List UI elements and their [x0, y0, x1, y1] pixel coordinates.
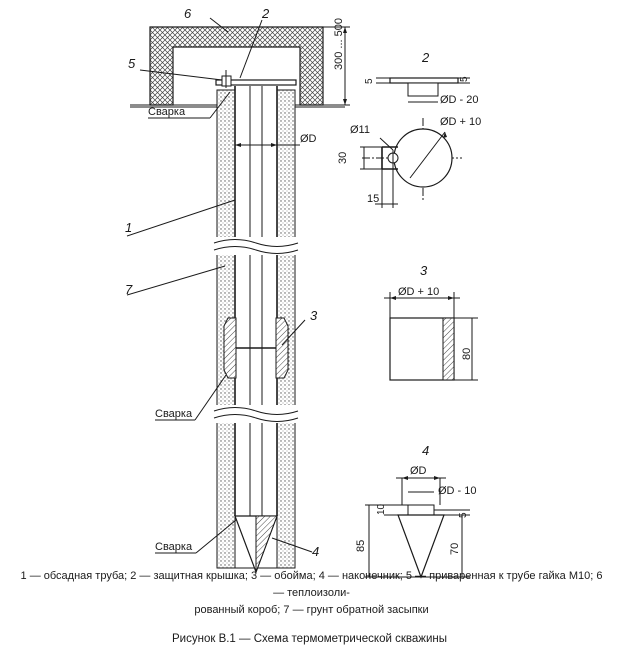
nut-hole-diameter-label: Ø11 [350, 124, 370, 136]
tip-outer-diameter-label: ØD [410, 465, 427, 477]
detail-3-number: 3 [420, 263, 428, 278]
detail-4-number: 4 [422, 443, 429, 458]
weld-label-tip: Сварка [155, 541, 193, 553]
pipe-diameter-label: ØD [300, 133, 317, 145]
tip-cone-height-label: 70 [449, 543, 461, 555]
detail-4-tip: 4 ØD ØD - 10 10 5 85 70 [355, 443, 477, 579]
depth-label: 300 ... 500 [333, 18, 345, 70]
tab-length-label: 15 [367, 193, 379, 205]
callout-6: 6 [184, 6, 192, 21]
tab-width-label: 30 [337, 152, 349, 164]
callouts-main: 6 2 5 Сварка 1 7 3 Сварка Сварка 4 [125, 6, 319, 559]
legend-line-1: 1 — обсадная труба; 2 — защитная крышка;… [20, 570, 603, 599]
weld-label-top: Сварка [148, 106, 186, 118]
collar-height-label: 80 [461, 348, 473, 360]
callout-4: 4 [312, 544, 319, 559]
tip-inner-diameter-label: ØD - 10 [438, 485, 477, 497]
detail-2-cap: 2 5 5 ØD - 20 ØD + 10 Ø11 30 15 [337, 50, 481, 208]
tip-step-label: 5 [458, 512, 469, 518]
depth-dimension: 300 ... 500 [300, 18, 350, 106]
borehole-drawing: ØD 300 ... 500 6 2 5 Сварка 1 7 3 [125, 6, 481, 579]
callout-2: 2 [261, 6, 270, 21]
legend-line-2: рованный короб; 7 — грунт обратной засып… [194, 604, 429, 616]
legend: 1 — обсадная труба; 2 — защитная крышка;… [14, 568, 609, 619]
casing-pipe [234, 86, 278, 516]
protective-cap [215, 70, 297, 88]
weld-label-collar: Сварка [155, 408, 193, 420]
callout-1: 1 [125, 220, 132, 235]
insulated-box [149, 26, 324, 106]
cap-inner-diameter-label: ØD - 20 [440, 94, 479, 106]
pipe-diameter-dim: ØD [235, 133, 317, 147]
callout-7: 7 [125, 282, 133, 297]
cap-outer-diameter-label: ØD + 10 [440, 116, 481, 128]
collar [223, 317, 289, 379]
cap-thickness-right: 5 [459, 76, 470, 82]
collar-diameter-label: ØD + 10 [398, 286, 439, 298]
callout-3: 3 [310, 308, 318, 323]
figure-title: Рисунок В.1 — Схема термометрической скв… [172, 633, 447, 645]
detail-2-number: 2 [421, 50, 430, 65]
callout-5: 5 [128, 56, 136, 71]
tip-neck-height-label: 10 [376, 503, 387, 515]
tip [234, 515, 278, 574]
cap-thickness-left: 5 [364, 78, 375, 84]
break-lines [213, 237, 299, 423]
tip-total-height-label: 85 [355, 540, 367, 552]
detail-3-collar: 3 ØD + 10 80 [384, 263, 478, 381]
